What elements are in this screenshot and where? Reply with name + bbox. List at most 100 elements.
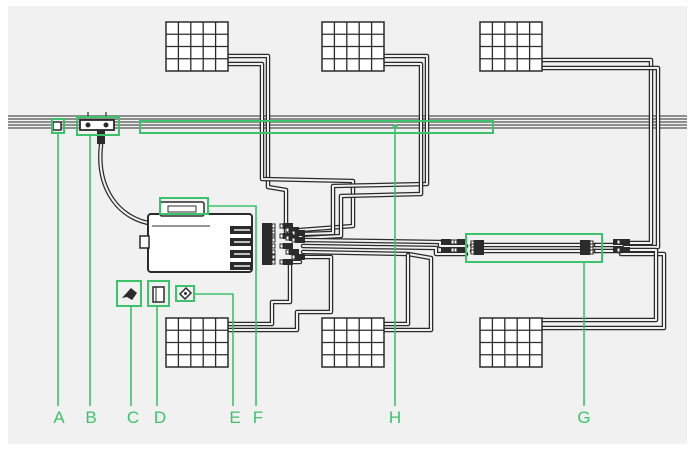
cable-core: [222, 63, 354, 231]
end-cap-body: [52, 121, 62, 131]
dc-connector: [616, 247, 630, 253]
connector-tip: [279, 259, 284, 265]
e-part-hole: [184, 292, 187, 295]
dc-cable: [532, 65, 661, 250]
connector-body: [262, 254, 272, 260]
cable-core: [303, 63, 422, 239]
connector-tip: [271, 237, 276, 243]
cable-outline: [532, 251, 667, 331]
connector-tip: [271, 254, 276, 260]
label-d: D: [153, 408, 167, 427]
cable-outline: [532, 57, 654, 246]
connector-tip: [616, 239, 621, 245]
connector-body: [283, 259, 293, 265]
highlight-box: [147, 280, 170, 307]
dc-cable: [301, 61, 424, 241]
dc-connector: [291, 254, 305, 260]
dc-cable: [299, 53, 430, 237]
dc-cable: [375, 252, 411, 327]
dc-connector: [279, 243, 293, 249]
dc-connector: [291, 237, 305, 243]
lug-connector: [97, 130, 105, 144]
highlight-box: [465, 233, 603, 263]
dc-connector: [262, 249, 276, 255]
connector-body: [620, 239, 630, 245]
cable-outline: [98, 142, 157, 227]
dc-cable: [226, 254, 334, 333]
connector-body: [262, 259, 272, 265]
cable-outline: [532, 65, 661, 250]
solar-panel: [165, 317, 229, 368]
dc-connector: [262, 254, 276, 260]
leader-line-f: [208, 205, 257, 406]
dc-connector: [616, 239, 630, 245]
connector-body: [295, 230, 305, 236]
connector-tip: [279, 223, 284, 229]
lug-bolt: [85, 122, 91, 128]
highlight-box: [76, 116, 120, 136]
inverter-handle-slot: [167, 205, 197, 213]
label-f: F: [252, 408, 264, 427]
d-part-shape: [152, 286, 165, 303]
connector-tip: [285, 235, 290, 241]
solar-panel: [479, 21, 543, 72]
dc-connector: [262, 237, 276, 243]
connector-body: [295, 237, 305, 243]
connector-tip: [291, 237, 296, 243]
cable-core: [228, 256, 332, 331]
dc-cable: [300, 237, 469, 249]
cable-core: [302, 245, 467, 255]
connector-tip: [271, 249, 276, 255]
connector-body: [457, 239, 467, 245]
cable-core: [534, 249, 657, 321]
dc-connector: [453, 239, 467, 245]
dc-connector: [285, 249, 299, 255]
connector-tip: [279, 233, 284, 239]
dc-connector: [470, 249, 484, 255]
cable-core: [302, 239, 467, 247]
dc-cable: [220, 53, 289, 235]
end-cap: [52, 121, 62, 131]
highlight-boxes: [51, 116, 603, 307]
cable-core: [534, 253, 665, 329]
cable-core: [222, 55, 287, 233]
cable-core: [302, 251, 432, 331]
inverter-ac-port: [139, 235, 150, 249]
connector-tip: [271, 223, 276, 229]
dc-connector: [441, 247, 455, 253]
lug-bolt: [103, 122, 109, 128]
connector-body: [289, 249, 299, 255]
dc-connector: [279, 223, 293, 229]
connector-tip: [271, 243, 276, 249]
dc-connector: [262, 243, 276, 249]
highlight-box: [139, 120, 494, 134]
microinverter: [139, 201, 253, 273]
connector-tip: [285, 227, 290, 233]
connector-body: [262, 237, 272, 243]
connector-body: [289, 227, 299, 233]
leader-lines: [57, 124, 585, 406]
connector-body: [283, 223, 293, 229]
c-part: [122, 288, 137, 300]
leader-dot-h: [392, 124, 398, 130]
cable-outline: [375, 252, 411, 327]
cable-core: [301, 55, 428, 235]
solar-panel: [479, 317, 543, 368]
solar-panel: [321, 317, 385, 368]
solar-panel: [165, 21, 229, 72]
connector-tip: [616, 247, 621, 253]
label-c: C: [126, 408, 140, 427]
solar-panel: [321, 21, 385, 72]
cable-outline: [299, 53, 430, 237]
highlight-box: [116, 280, 142, 307]
connector-tip: [279, 243, 284, 249]
label-h: H: [388, 408, 402, 427]
label-e: E: [229, 408, 241, 427]
connector-tip: [291, 254, 296, 260]
connector-body: [262, 249, 272, 255]
connector-body: [457, 247, 467, 253]
d-part: [152, 286, 165, 303]
connector-tip: [285, 249, 290, 255]
